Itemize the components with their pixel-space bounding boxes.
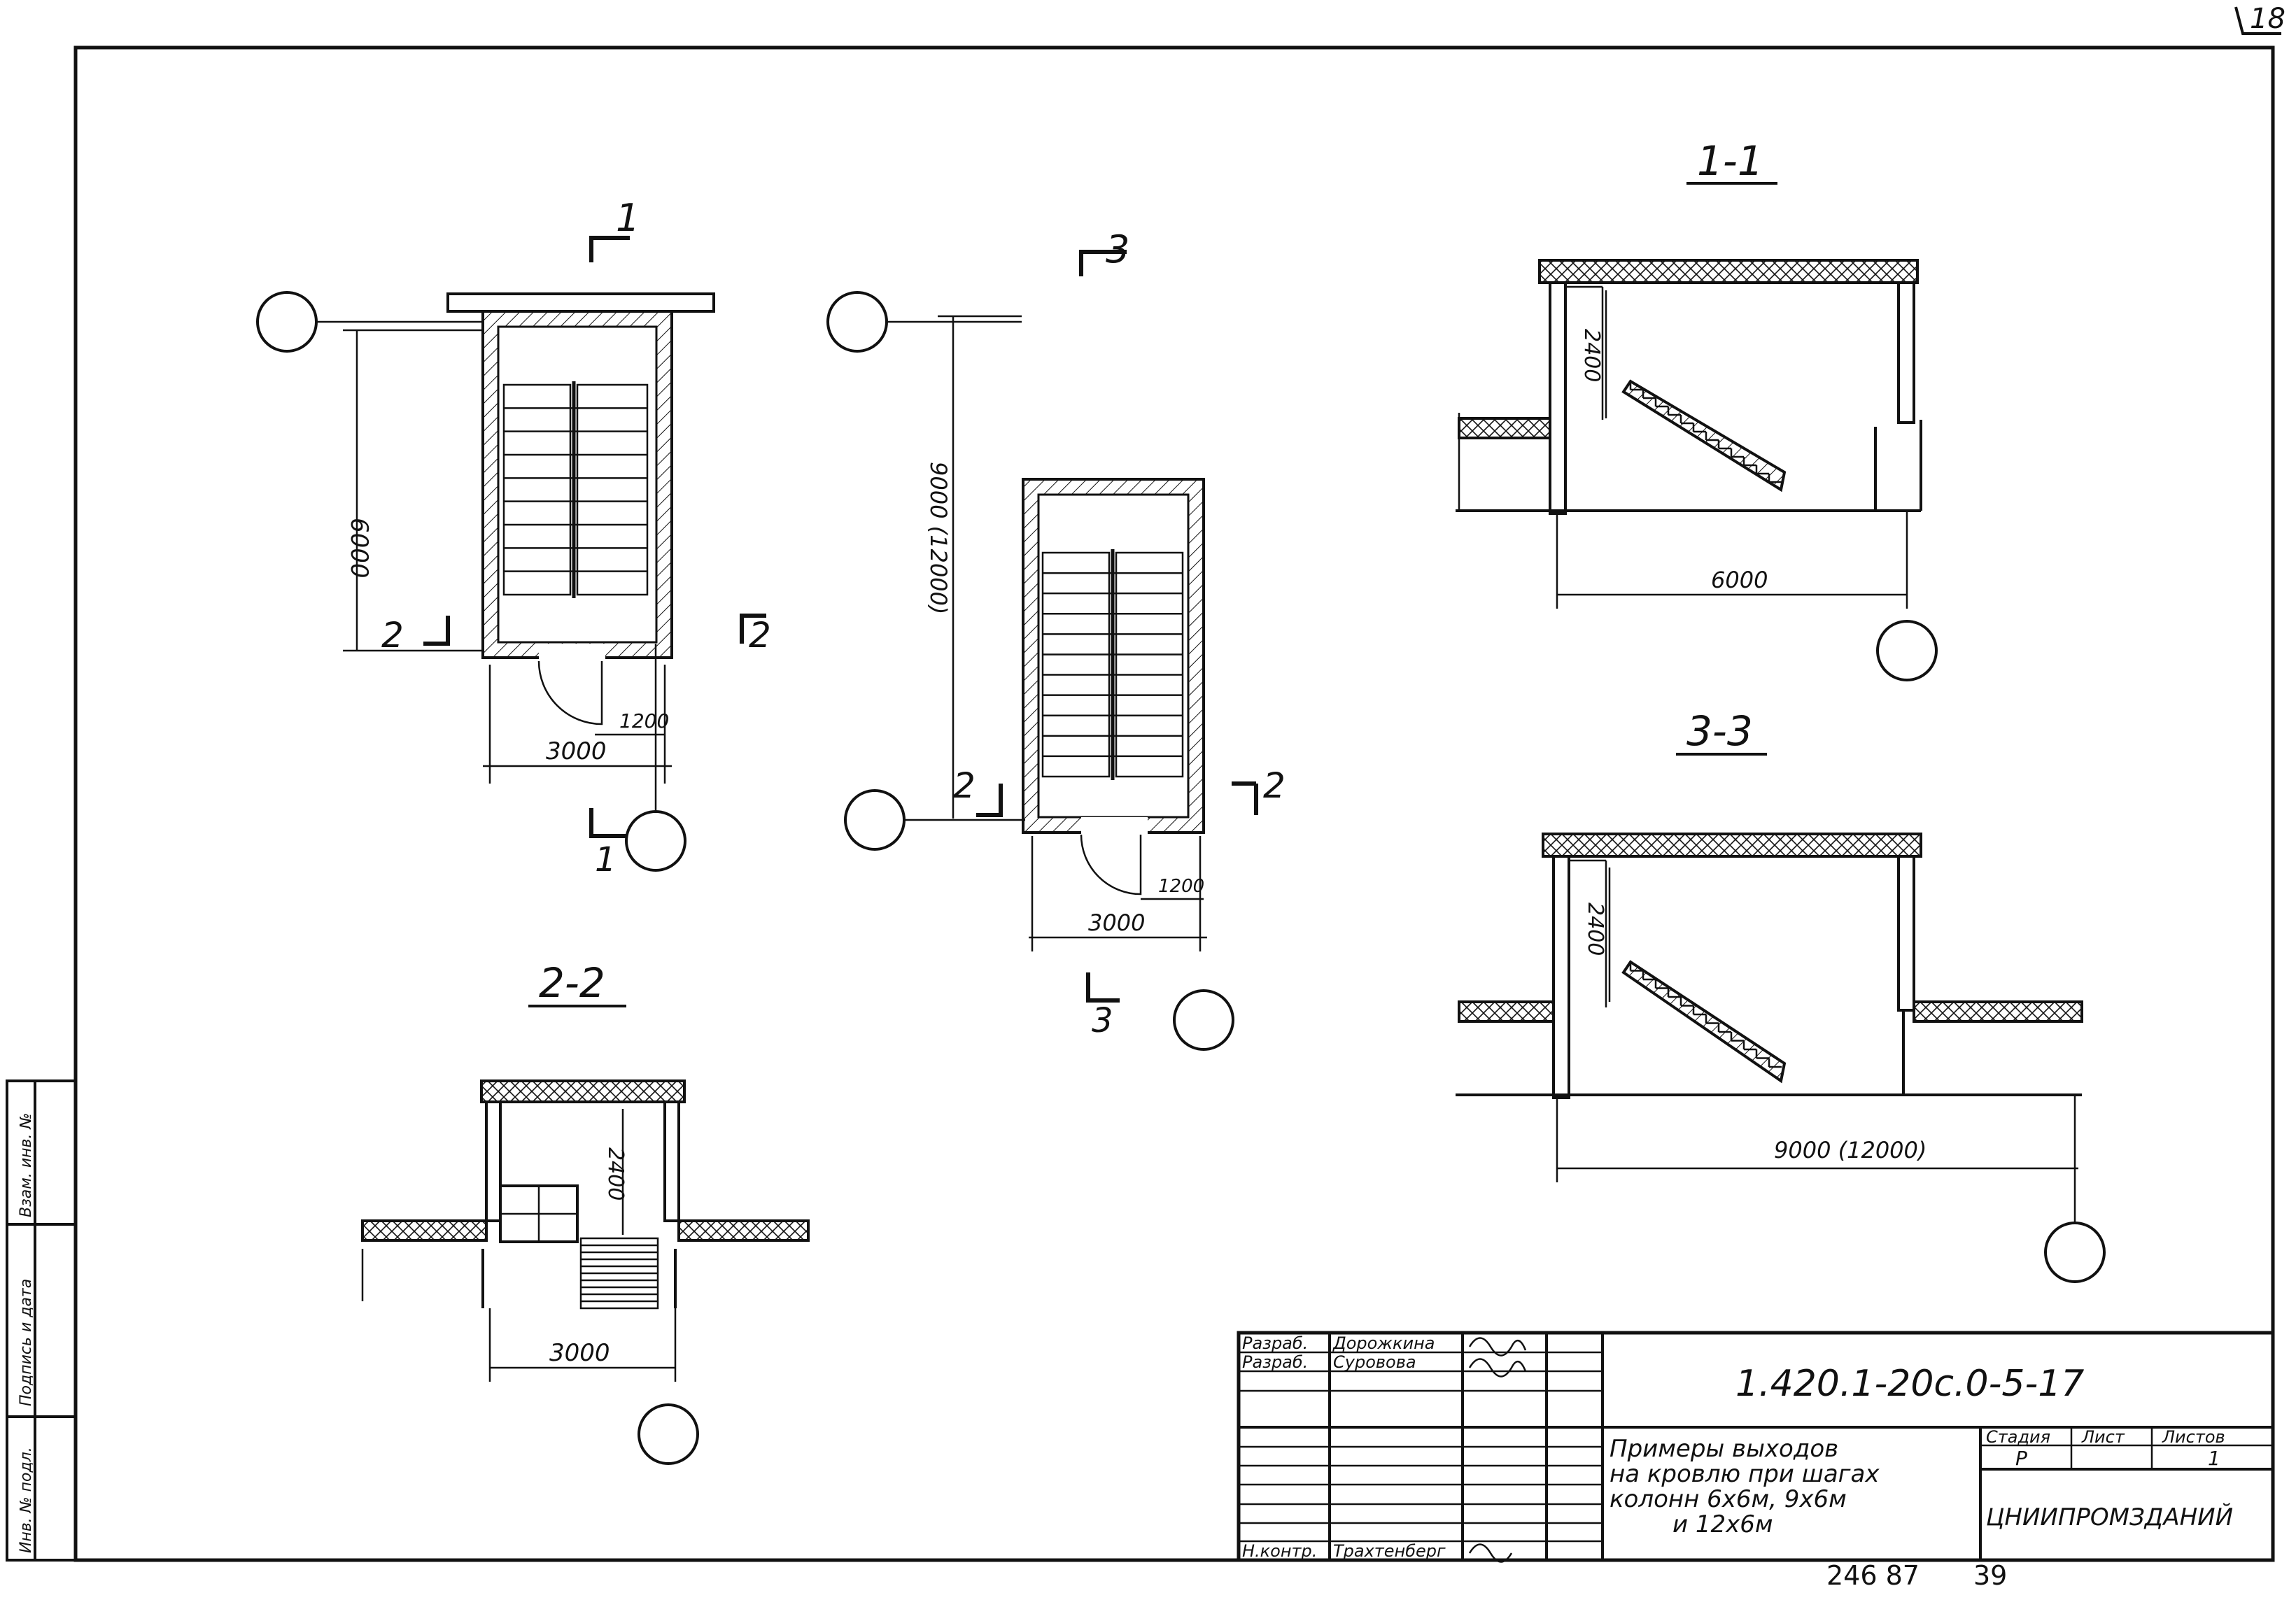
- axis-bubble: [826, 291, 888, 353]
- section-title: 1-1: [1697, 137, 1763, 185]
- sheet-frame: [73, 45, 2275, 1562]
- signature: [1468, 1358, 1527, 1378]
- svg-text:2400: 2400: [1579, 329, 1604, 382]
- svg-text:3000: 3000: [1088, 909, 1145, 936]
- axis-bubble: [2044, 1222, 2106, 1283]
- title-block: Разраб. Дорожкина Разраб. Суровова Н.кон…: [1237, 1331, 2275, 1563]
- axis-bubble: [256, 291, 318, 353]
- svg-text:2: 2: [1263, 765, 1286, 806]
- svg-text:2: 2: [381, 615, 404, 656]
- section-3-3: 3-3 2400 9000 (12000): [1456, 707, 2106, 1283]
- sheet-number: 18: [2234, 3, 2286, 35]
- description-line: Примеры выходов: [1610, 1435, 1838, 1463]
- person-name: Дорожкина: [1332, 1333, 1435, 1353]
- person-role: Разраб.: [1242, 1352, 1308, 1372]
- svg-text:6000: 6000: [345, 518, 373, 579]
- section-title: 2-2: [539, 959, 605, 1007]
- person-role: Разраб.: [1242, 1333, 1308, 1353]
- person-name: Трахтенберг: [1333, 1541, 1446, 1561]
- document-code: 1.420.1-20с.0-5-17: [1735, 1363, 2084, 1405]
- svg-text:18: 18: [2250, 3, 2286, 35]
- svg-text:2: 2: [953, 765, 976, 806]
- section-title: 3-3: [1686, 707, 1753, 755]
- svg-text:3000: 3000: [549, 1339, 610, 1367]
- section-2-2: 2-2 2400 3000: [361, 959, 810, 1465]
- signature: [1468, 1337, 1527, 1357]
- person-name: Суровова: [1333, 1352, 1416, 1372]
- stamp-label-replace: Взам. инв. №: [17, 1113, 35, 1217]
- svg-text:1: 1: [616, 196, 640, 240]
- axis-bubble: [1876, 620, 1938, 681]
- svg-text:3: 3: [1106, 227, 1129, 271]
- svg-text:6000: 6000: [1711, 567, 1768, 593]
- page-ref: 39: [1973, 1560, 2007, 1591]
- description-line: колонн 6х6м, 9х6м: [1610, 1485, 1847, 1513]
- header-sheets: Листов: [2162, 1427, 2225, 1447]
- stamp-label-sign: Подпись и дата: [17, 1279, 35, 1406]
- svg-text:2: 2: [749, 615, 771, 656]
- signature: [1468, 1543, 1513, 1563]
- plan-6000: 1 1 2 2 6000 3000 1200: [256, 196, 771, 879]
- svg-text:3000: 3000: [546, 737, 607, 765]
- organization: ЦНИИПРОМЗДАНИЙ: [1986, 1503, 2233, 1531]
- section-1-1: 1-1 2400 6000: [1456, 137, 1938, 681]
- axis-bubble: [638, 1403, 699, 1465]
- svg-text:9000 (12000): 9000 (12000): [1774, 1137, 1927, 1163]
- person-role: Н.контр.: [1242, 1541, 1317, 1561]
- value-sheets: 1: [2208, 1447, 2220, 1470]
- axis-bubble: [625, 810, 686, 872]
- svg-text:1200: 1200: [619, 709, 669, 732]
- plan-9000: 3 3 2 2 9000 (12000) 3000 1200: [826, 227, 1286, 1051]
- stamp-label-inv: Инв. № подл.: [17, 1447, 35, 1553]
- description-line: на кровлю при шагах: [1610, 1460, 1880, 1488]
- header-stage: Стадия: [1986, 1427, 2050, 1447]
- svg-text:1200: 1200: [1158, 876, 1204, 897]
- svg-text:3: 3: [1092, 1001, 1113, 1040]
- description-line: и 12х6м: [1672, 1510, 1773, 1538]
- axis-bubble: [1173, 989, 1234, 1051]
- svg-text:1: 1: [595, 840, 617, 879]
- inventory-number: 246 87: [1826, 1560, 1920, 1591]
- svg-text:9000 (12000): 9000 (12000): [925, 462, 952, 614]
- axis-bubble: [844, 789, 906, 851]
- header-sheet: Лист: [2081, 1427, 2125, 1447]
- svg-text:2400: 2400: [1583, 902, 1607, 956]
- svg-text:2400: 2400: [603, 1147, 628, 1201]
- side-stamp: Инв. № подл. Подпись и дата Взам. инв. №: [6, 1079, 77, 1562]
- value-stage: Р: [2015, 1447, 2027, 1470]
